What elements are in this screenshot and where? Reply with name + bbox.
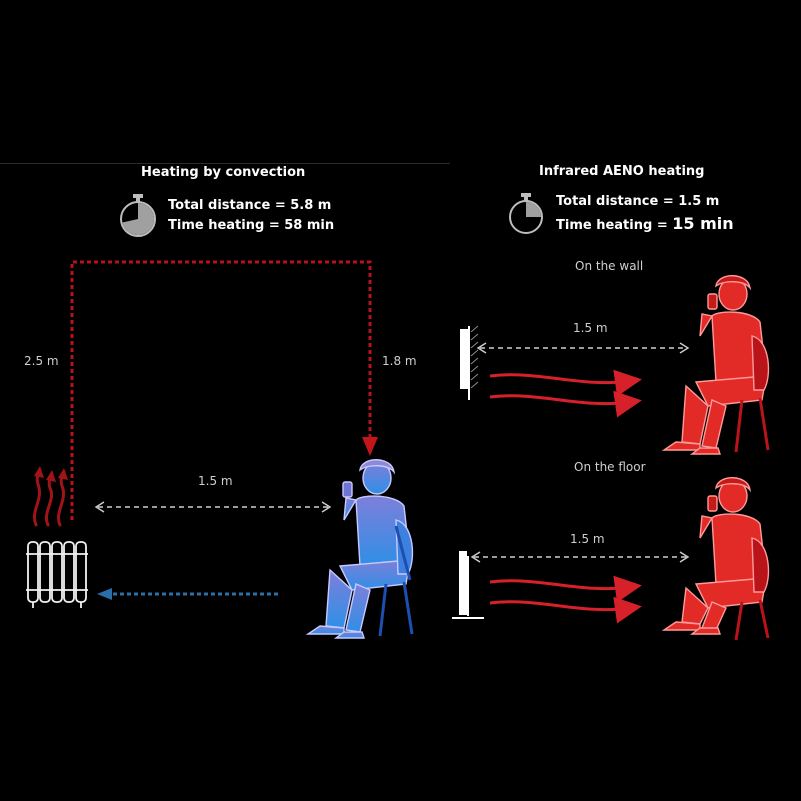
- chair-icon: [378, 525, 414, 637]
- infrared-time-prefix: Time heating =: [556, 218, 668, 233]
- floor-label: On the floor: [574, 460, 646, 474]
- infrared-waves: [489, 575, 642, 624]
- chair-icon: [734, 397, 770, 453]
- infrared-time-value: 15 min: [672, 214, 734, 233]
- height-distance-label: 2.5 m: [24, 354, 59, 368]
- infrared-title: Infrared AENO heating: [539, 164, 705, 179]
- convection-total-distance: Total distance = 5.8 m: [168, 198, 332, 213]
- floor-distance-label: 1.5 m: [570, 532, 605, 546]
- convection-time-heating: Time heating = 58 min: [168, 218, 335, 233]
- stopwatch-icon: [509, 193, 543, 234]
- infrared-waves: [489, 369, 642, 418]
- stopwatch-icon: [120, 194, 156, 237]
- infrared-panel-icon: [460, 326, 470, 400]
- wall-label: On the wall: [575, 259, 644, 273]
- person-icon: [661, 477, 770, 635]
- person-icon: [305, 459, 414, 639]
- wall-distance-label: 1.5 m: [573, 321, 608, 335]
- radiator-icon: [26, 541, 88, 608]
- drop-distance-label: 1.8 m: [382, 354, 417, 368]
- person-icon: [661, 275, 770, 455]
- top-divider: [0, 163, 450, 164]
- horizontal-distance-label: 1.5 m: [198, 474, 233, 488]
- wall-hatch: [470, 325, 479, 389]
- air-path-arrowhead: [362, 437, 378, 456]
- convection-air-path: [70, 260, 372, 520]
- cold-air-arrowhead: [97, 588, 112, 600]
- convection-title: Heating by convection: [141, 165, 306, 180]
- infrared-total-distance: Total distance = 1.5 m: [556, 194, 720, 209]
- infrared-panel-icon: [452, 551, 484, 619]
- infrared-time-heating: Time heating = 15 min: [556, 213, 734, 237]
- chair-icon: [734, 599, 770, 641]
